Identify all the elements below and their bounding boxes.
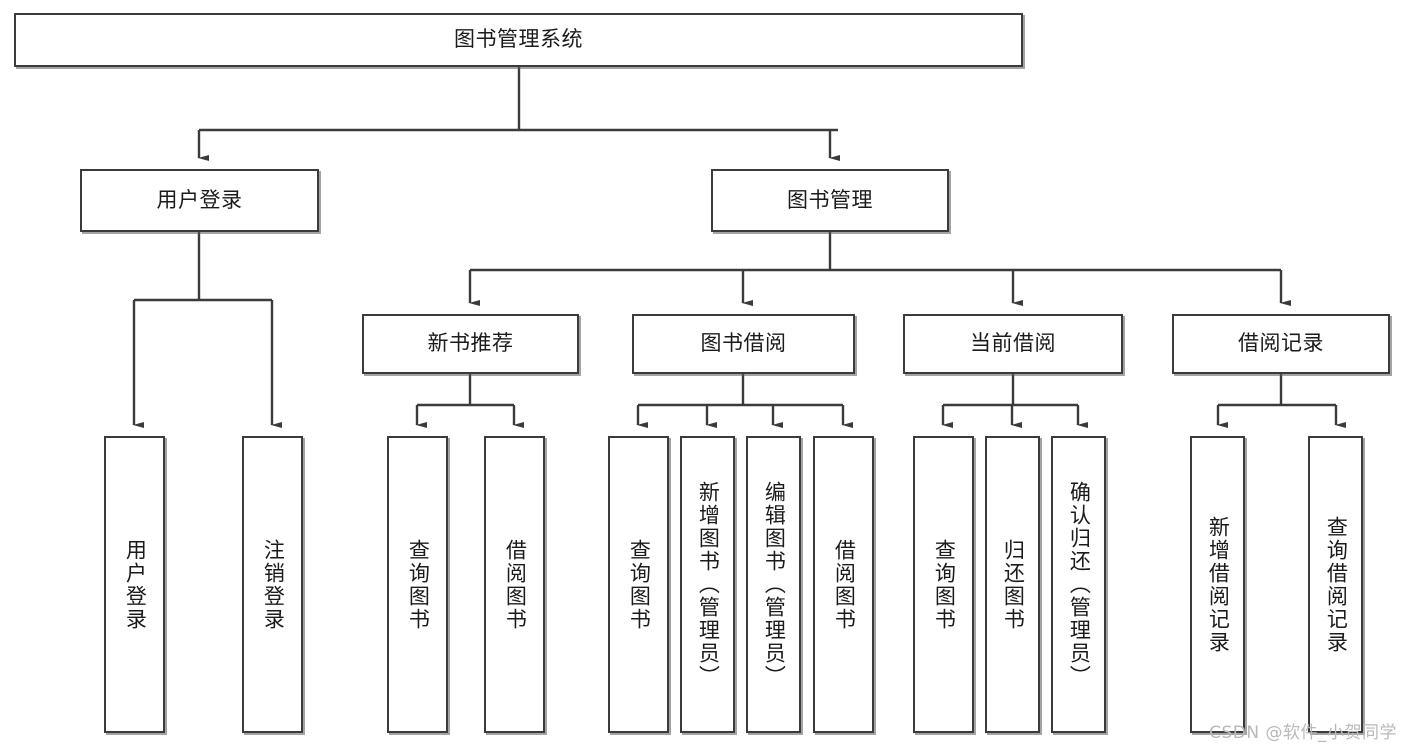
leaf-add-record[interactable]: 新增借阅记录 [1190,436,1245,733]
node-book-manage-label: 图书管理 [787,187,873,212]
watermark: CSDN @软件_小贺同学 [1209,723,1397,743]
leaf-query-book-2[interactable]: 查询图书 [608,436,669,733]
leaf-borrow-book-2-label: 借阅图书 [832,538,857,631]
leaf-add-book-label: 新增图书（管理员） [696,481,721,688]
node-root[interactable]: 图书管理系统 [14,13,1023,67]
leaf-edit-book[interactable]: 编辑图书（管理员） [746,436,801,733]
leaf-query-book-3[interactable]: 查询图书 [913,436,974,733]
leaf-query-record-label: 查询借阅记录 [1324,515,1349,654]
node-root-label: 图书管理系统 [454,27,583,52]
leaf-confirm-return[interactable]: 确认归还（管理员） [1051,436,1106,733]
leaf-add-record-label: 新增借阅记录 [1206,515,1231,654]
node-current-borrow[interactable]: 当前借阅 [903,314,1123,374]
leaf-borrow-book-1[interactable]: 借阅图书 [484,436,545,733]
node-book-borrow[interactable]: 图书借阅 [632,314,855,374]
node-borrow-record-label: 借阅记录 [1238,331,1324,356]
leaf-return-book-label: 归还图书 [1001,538,1026,631]
leaf-user-login[interactable]: 用户登录 [104,436,165,733]
leaf-edit-book-label: 编辑图书（管理员） [762,481,787,688]
leaf-query-record[interactable]: 查询借阅记录 [1308,436,1363,733]
leaf-logout-label: 注销登录 [261,538,286,631]
leaf-user-login-label: 用户登录 [123,538,148,631]
leaf-return-book[interactable]: 归还图书 [985,436,1040,733]
node-user-login-label: 用户登录 [156,187,243,212]
leaf-add-book[interactable]: 新增图书（管理员） [680,436,735,733]
leaf-query-book-3-label: 查询图书 [932,538,957,631]
node-borrow-record[interactable]: 借阅记录 [1172,314,1390,374]
leaf-query-book-1-label: 查询图书 [406,538,431,631]
leaf-confirm-return-label: 确认归还（管理员） [1067,481,1092,688]
node-book-manage[interactable]: 图书管理 [711,169,949,232]
leaf-borrow-book-2[interactable]: 借阅图书 [813,436,874,733]
leaf-logout[interactable]: 注销登录 [242,436,303,733]
leaf-query-book-2-label: 查询图书 [627,538,652,631]
node-new-book-rec-label: 新书推荐 [427,331,514,356]
node-user-login[interactable]: 用户登录 [80,169,319,232]
leaf-query-book-1[interactable]: 查询图书 [387,436,448,733]
node-book-borrow-label: 图书借阅 [700,331,787,356]
node-new-book-rec[interactable]: 新书推荐 [362,314,579,374]
leaf-borrow-book-1-label: 借阅图书 [503,538,528,631]
node-current-borrow-label: 当前借阅 [970,331,1056,356]
